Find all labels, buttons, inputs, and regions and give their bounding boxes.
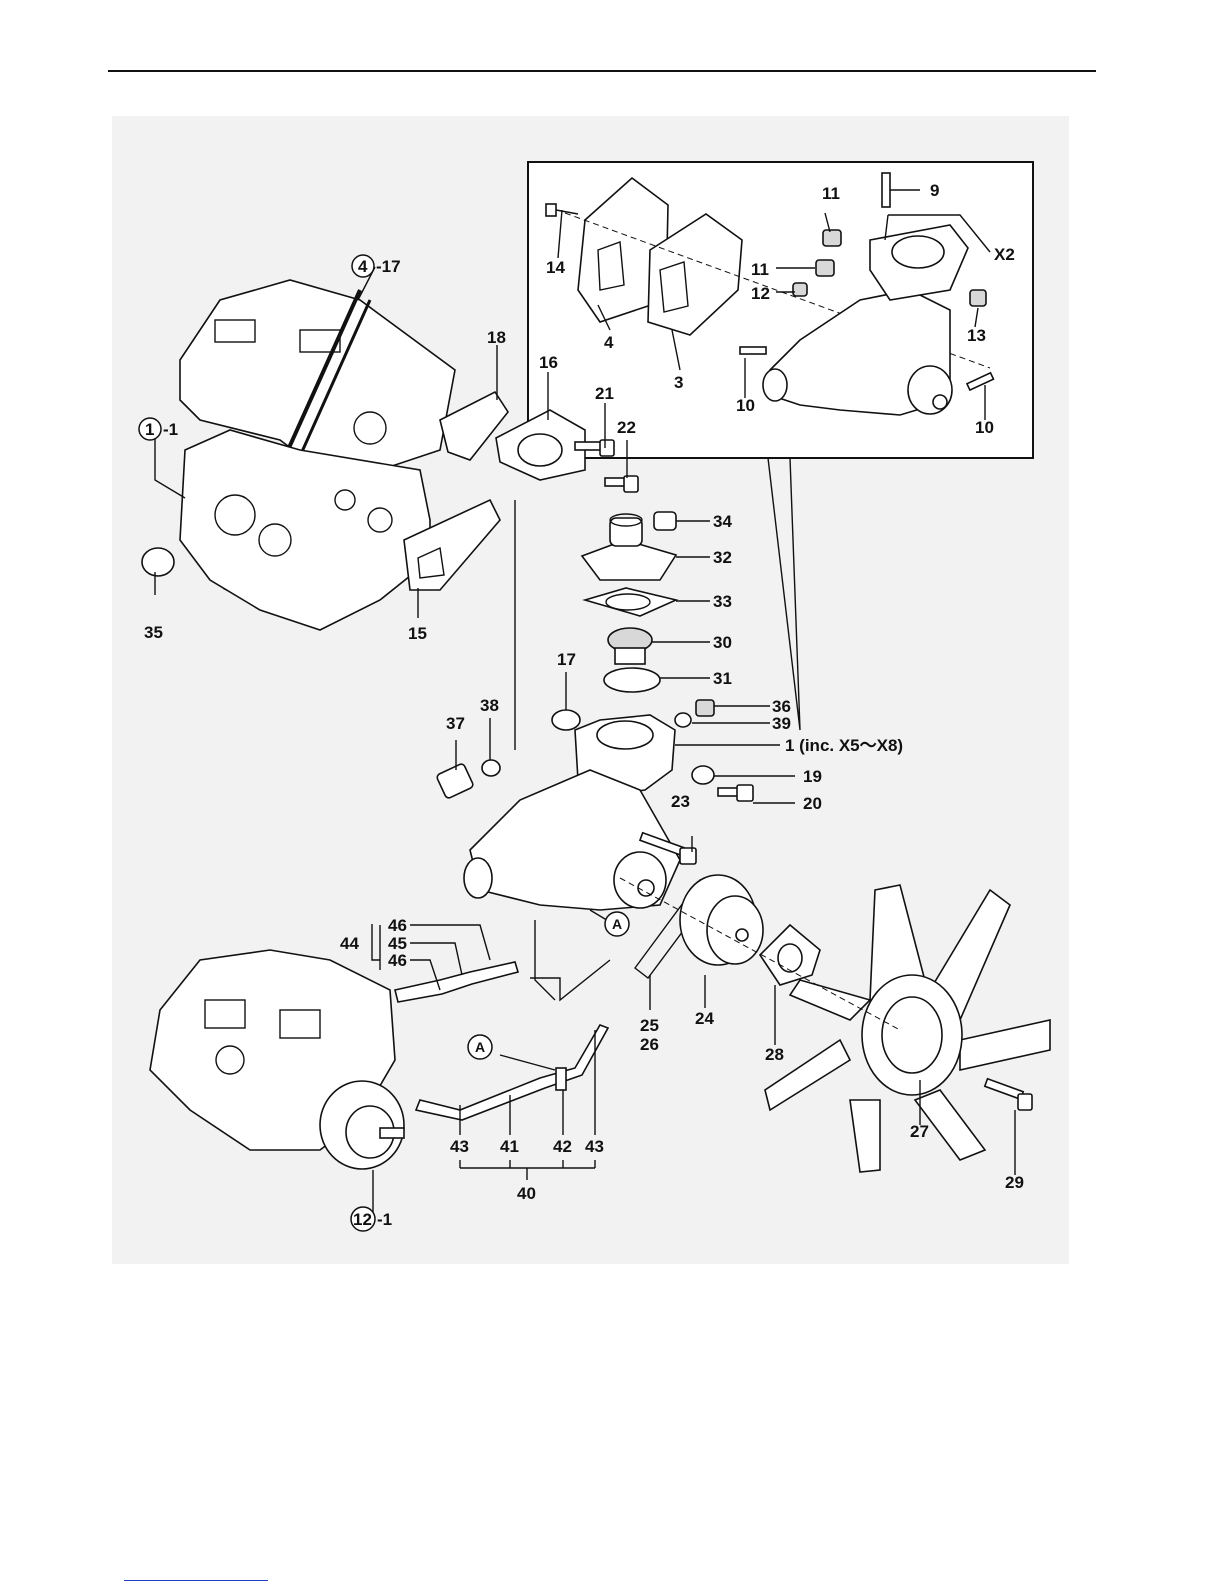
circled-ref-a-2: A: [468, 1035, 492, 1059]
washer-19-bolt-20: [692, 766, 753, 801]
label-43a: 43: [450, 1137, 469, 1156]
label-43b: 43: [585, 1137, 604, 1156]
label-16: 16: [539, 353, 558, 372]
label-assembly-1: 1 (inc. X5～X8): [785, 736, 903, 755]
bolt-29: [985, 1079, 1032, 1110]
label-40: 40: [517, 1184, 536, 1203]
label-21: 21: [595, 384, 614, 403]
label-12-circled: 12: [353, 1210, 372, 1229]
label-26: 26: [640, 1035, 659, 1054]
water-pump-assembly: [464, 715, 696, 910]
label-35: 35: [144, 623, 163, 642]
label-1: 1: [145, 420, 154, 439]
footer-link-underline[interactable]: [124, 1580, 268, 1581]
label-4-suffix: -17: [376, 257, 401, 276]
fan-27: [765, 885, 1050, 1172]
circled-ref-1: 1 -1: [139, 418, 178, 440]
ring-31: [604, 668, 660, 692]
label-31: 31: [713, 669, 732, 688]
label-a-1: A: [612, 916, 622, 932]
label-19: 19: [803, 767, 822, 786]
label-29: 29: [1005, 1173, 1024, 1192]
label-17: 17: [557, 650, 576, 669]
plug-35: [142, 548, 174, 576]
ring-17: [552, 710, 580, 730]
label-24: 24: [695, 1009, 714, 1028]
sensor-37: [436, 763, 474, 799]
spacer-28: [760, 925, 820, 985]
circled-ref-4: 4 -17: [352, 255, 401, 277]
circled-ref-12: 12 -1: [351, 1207, 392, 1231]
thermostat-30: [608, 628, 652, 664]
label-38: 38: [480, 696, 499, 715]
label-32: 32: [713, 548, 732, 567]
label-13: 13: [967, 326, 986, 345]
label-34: 34: [713, 512, 732, 531]
circled-ref-a-1: A: [605, 912, 629, 936]
label-12-suffix: -1: [377, 1210, 392, 1229]
label-23: 23: [671, 792, 690, 811]
label-11b: 11: [751, 260, 769, 279]
label-33: 33: [713, 592, 732, 611]
label-46a: 46: [388, 916, 407, 935]
gasket-33: [585, 588, 676, 616]
label-4: 4: [604, 333, 614, 352]
label-x2: X2: [994, 245, 1015, 264]
label-42: 42: [553, 1137, 572, 1156]
label-9: 9: [930, 181, 939, 200]
label-1-suffix: -1: [163, 420, 178, 439]
label-3: 3: [674, 373, 683, 392]
pulley-24: [680, 875, 763, 965]
pipe-40: [416, 1025, 608, 1120]
label-20: 20: [803, 794, 822, 813]
washer-38: [482, 760, 500, 776]
fuel-injection-pump: [150, 950, 404, 1169]
label-11a: 11: [822, 184, 840, 203]
label-4-circled: 4: [358, 257, 368, 276]
label-15: 15: [408, 624, 427, 643]
label-10b: 10: [975, 418, 994, 437]
label-41: 41: [500, 1137, 519, 1156]
label-a-2: A: [475, 1039, 485, 1055]
label-44: 44: [340, 934, 359, 953]
nut-34: [654, 512, 676, 530]
label-39: 39: [772, 714, 791, 733]
label-12: 12: [751, 284, 770, 303]
label-37: 37: [446, 714, 465, 733]
label-22: 22: [617, 418, 636, 437]
label-27: 27: [910, 1122, 929, 1141]
label-30: 30: [713, 633, 732, 652]
label-14: 14: [546, 258, 565, 277]
label-25: 25: [640, 1016, 659, 1035]
label-28: 28: [765, 1045, 784, 1064]
label-46b: 46: [388, 951, 407, 970]
hose-44: [395, 962, 518, 1002]
label-18: 18: [487, 328, 506, 347]
label-10a: 10: [736, 396, 755, 415]
